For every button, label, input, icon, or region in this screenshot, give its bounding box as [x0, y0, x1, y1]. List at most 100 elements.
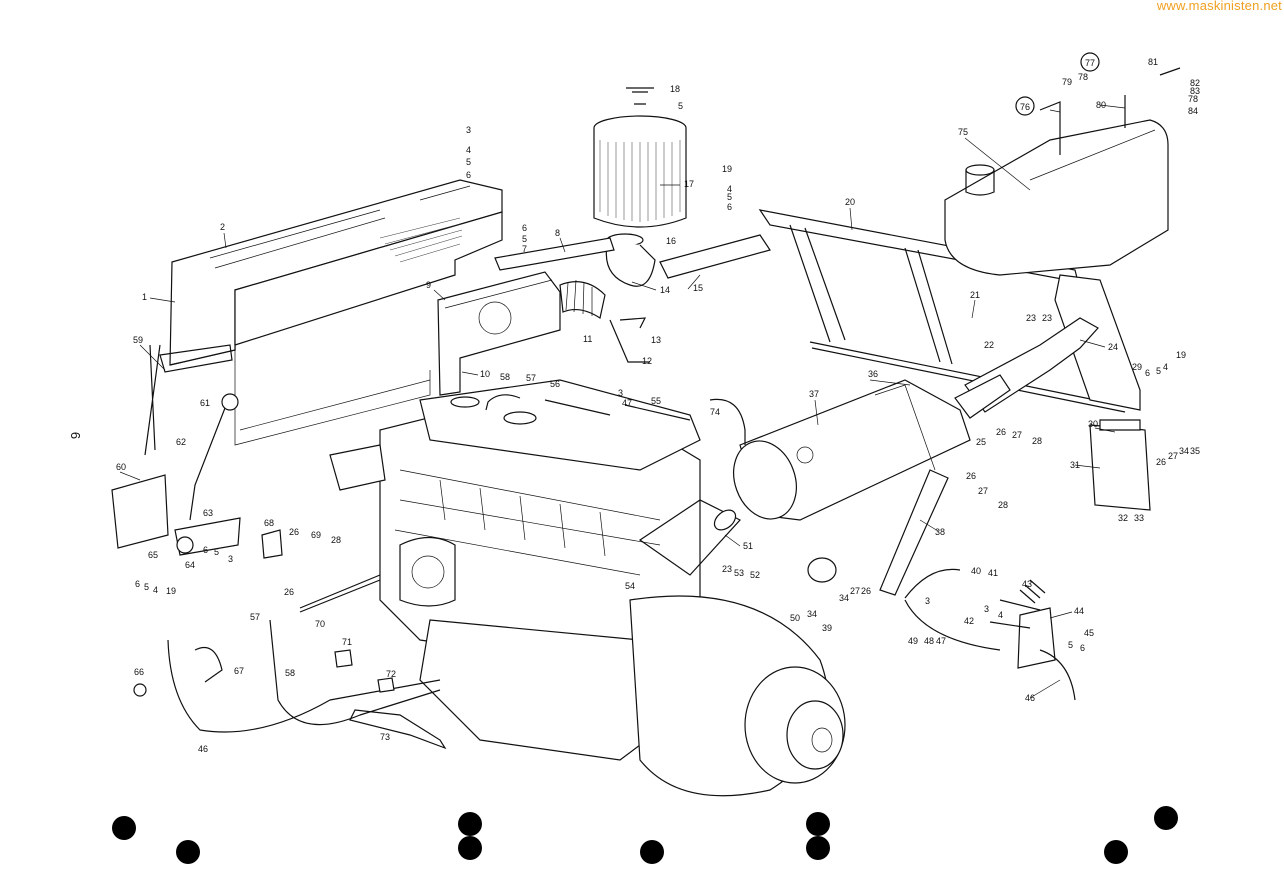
part-label: 30	[1088, 419, 1098, 429]
part-label: 41	[988, 568, 998, 578]
hood-panel	[144, 179, 503, 456]
part-label: 26	[289, 527, 299, 537]
engine-block	[329, 379, 846, 797]
silencer	[733, 374, 1011, 521]
part-label: 27	[1168, 451, 1178, 461]
part-label: 2	[220, 222, 225, 232]
part-label: 73	[380, 732, 390, 742]
stay-and-linkage	[807, 419, 1151, 701]
part-label: 43	[1022, 579, 1032, 589]
part-label: 28	[1032, 436, 1042, 446]
part-label: 19	[166, 586, 176, 596]
part-label: 1	[142, 292, 147, 302]
watermark: www.maskinisten.net	[1156, 0, 1282, 13]
part-label: 9	[426, 280, 431, 290]
part-label: 16	[666, 236, 676, 246]
part-label: 58	[500, 372, 510, 382]
part-label: 5	[727, 192, 732, 202]
part-label: 34	[1179, 446, 1189, 456]
part-label: 6	[135, 579, 140, 589]
part-label: 26	[966, 471, 976, 481]
part-label: 66	[134, 667, 144, 677]
part-label: 59	[133, 335, 143, 345]
part-label: 6	[466, 170, 471, 180]
part-label: 34	[807, 609, 817, 619]
part-label: 36	[868, 369, 878, 379]
part-label: 3	[228, 554, 233, 564]
part-label: 17	[684, 179, 694, 189]
part-label: 4	[998, 610, 1003, 620]
part-label: 52	[750, 570, 760, 580]
part-label: 37	[809, 389, 819, 399]
part-label: 58	[285, 668, 295, 678]
part-label: 82	[1190, 78, 1200, 88]
part-label: 62	[176, 437, 186, 447]
part-label: 4	[1163, 362, 1168, 372]
part-label: 45	[1084, 628, 1094, 638]
part-label: 4	[727, 184, 732, 194]
part-label: 76	[1020, 102, 1030, 112]
part-label: 75	[958, 127, 968, 137]
intake-hose	[559, 279, 650, 363]
fuel-tank	[944, 67, 1181, 276]
leader-lines	[119, 104, 1126, 699]
part-label: 26	[1156, 457, 1166, 467]
part-label: 3	[925, 596, 930, 606]
part-label: 26	[861, 586, 871, 596]
part-label: 22	[984, 340, 994, 350]
part-label: 28	[331, 535, 341, 545]
part-label: 5	[522, 234, 527, 244]
part-label: 5	[1156, 366, 1161, 376]
part-label: 5	[1068, 640, 1073, 650]
part-label: 3	[618, 388, 623, 398]
part-label: 53	[734, 568, 744, 578]
part-label: 77	[1085, 58, 1095, 68]
part-label: 35	[1190, 446, 1200, 456]
part-label: 28	[998, 500, 1008, 510]
part-label: 65	[148, 550, 158, 560]
side-panel-bracket	[437, 271, 561, 396]
part-label: 23	[1042, 313, 1052, 323]
registration-marks	[112, 806, 1178, 864]
part-label: 20	[845, 197, 855, 207]
part-label: 26	[996, 427, 1006, 437]
part-label: 6	[1145, 368, 1150, 378]
part-label: 51	[743, 541, 753, 551]
air-filter	[593, 87, 687, 287]
part-label: 5	[678, 101, 683, 111]
part-label: 39	[822, 623, 832, 633]
bracket-15	[659, 234, 771, 279]
part-label: 10	[480, 369, 490, 379]
part-label: 60	[116, 462, 126, 472]
part-label: 14	[660, 285, 670, 295]
part-label: 18	[670, 84, 680, 94]
part-label: 21	[970, 290, 980, 300]
part-label: 6	[1080, 643, 1085, 653]
part-label: 4	[153, 585, 158, 595]
part-label: 19	[1176, 350, 1186, 360]
part-label: 38	[935, 527, 945, 537]
part-label: 47	[622, 398, 632, 408]
part-label: 72	[386, 669, 396, 679]
part-label: 69	[311, 530, 321, 540]
part-label: 79	[1062, 77, 1072, 87]
part-label: 15	[693, 283, 703, 293]
part-label: 67	[234, 666, 244, 676]
part-label: 48	[924, 636, 934, 646]
part-label: 27	[850, 586, 860, 596]
part-label: 6	[727, 202, 732, 212]
part-label: 64	[185, 560, 195, 570]
part-label: 12	[642, 356, 652, 366]
part-label: 3	[984, 604, 989, 614]
part-label: 83	[1190, 86, 1200, 96]
part-label: 23	[1026, 313, 1036, 323]
part-label: 78	[1078, 72, 1088, 82]
part-label: 57	[526, 373, 536, 383]
part-label: 27	[1012, 430, 1022, 440]
part-label: 46	[198, 744, 208, 754]
part-label: 55	[651, 396, 661, 406]
part-label: 27	[978, 486, 988, 496]
part-label: 61	[200, 398, 210, 408]
part-label: 56	[550, 379, 560, 389]
part-label: 74	[710, 407, 720, 417]
